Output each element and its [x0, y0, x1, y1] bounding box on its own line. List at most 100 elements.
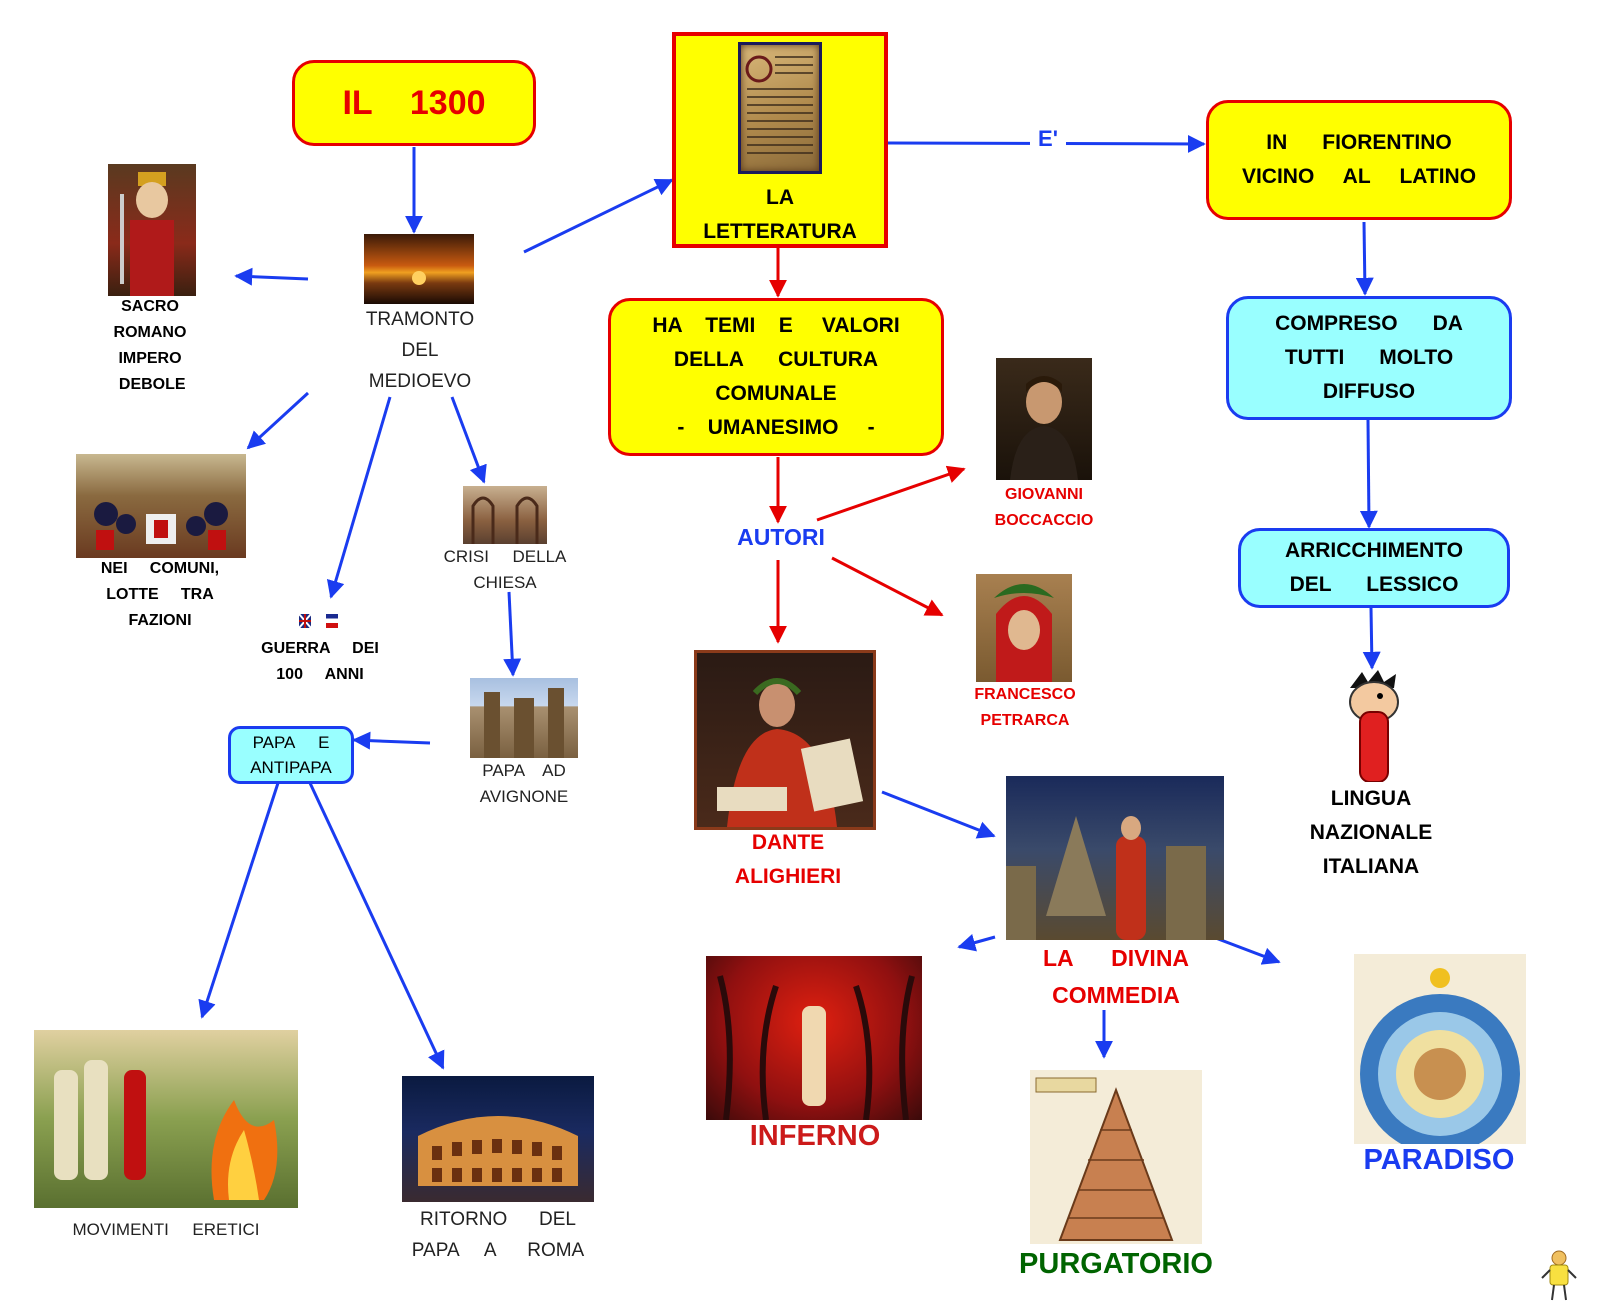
arricchimento-box[interactable]: ARRICCHIMENTO DEL LESSICO [1238, 528, 1510, 608]
battle-image [76, 454, 246, 558]
compreso-line-3: DIFFUSO [1322, 380, 1416, 403]
avignone-line-2: AVIGNONE [479, 787, 569, 806]
arrow-tramonto-letteratura [523, 178, 674, 254]
crisi-label: CRISI DELLA CHIESA [430, 544, 580, 596]
tongue-figure-image [1340, 668, 1410, 782]
comuni-line-1: NEI COMUNI, [100, 560, 220, 577]
roma-line-1: RITORNO DEL [420, 1209, 576, 1230]
mascot-icon [1540, 1248, 1578, 1302]
tramonto-line-3: MEDIOEVO [368, 371, 472, 392]
compreso-box[interactable]: COMPRESO DA TUTTI MOLTO DIFFUSO [1226, 296, 1512, 420]
papa-antipapa-box[interactable]: PAPA E ANTIPAPA [228, 726, 354, 784]
uk-flag-icon [299, 614, 311, 628]
paradiso-diagram-image [1354, 954, 1526, 1144]
dante-label: DANTE ALIGHIERI [704, 826, 872, 894]
letteratura-line-2: LETTERATURA [703, 220, 857, 243]
arrow-crisi-avignone [503, 591, 522, 677]
compreso-line-1: COMPRESO DA [1275, 312, 1463, 335]
sacro-line-4: DEBOLE [114, 376, 186, 393]
boccaccio-portrait [996, 358, 1092, 480]
arrow-arricchimento-lingua [1362, 607, 1381, 670]
sacro-line-3: IMPERO [118, 350, 182, 367]
temi-line-1: HA TEMI E VALORI [652, 314, 900, 337]
arrow-avignone-papa [352, 731, 431, 750]
comuni-line-2: LOTTE TRA [106, 586, 214, 603]
petrarca-label: FRANCESCO PETRARCA [962, 682, 1088, 734]
boccaccio-line-1: GIOVANNI [1005, 486, 1083, 503]
petrarca-line-2: PETRARCA [980, 712, 1070, 729]
colosseum-image [402, 1076, 594, 1202]
arrow-tramonto-comuni [246, 391, 310, 450]
sunset-image [364, 234, 474, 304]
inferno-image [706, 956, 922, 1120]
dante-line-1: DANTE [751, 831, 825, 854]
comuni-label: NEI COMUNI, LOTTE TRA FAZIONI [70, 556, 250, 634]
manuscript-image [738, 42, 822, 174]
arrow-tramonto-crisi [450, 396, 487, 484]
temi-line-4: - UMANESIMO - [677, 416, 875, 439]
roma-label: RITORNO DEL PAPA A ROMA [396, 1204, 600, 1266]
boccaccio-label: GIOVANNI BOCCACCIO [980, 482, 1108, 534]
divina-line-1: LA DIVINA [1042, 945, 1190, 971]
arrow-tramonto-sacro [234, 267, 309, 286]
lingua-label: LINGUA NAZIONALE ITALIANA [1296, 782, 1446, 884]
divina-commedia-painting [1006, 776, 1224, 940]
sacro-line-1: SACRO [121, 298, 179, 315]
title-text: IL 1300 [342, 83, 486, 122]
temi-box[interactable]: HA TEMI E VALORI DELLA CULTURA COMUNALE … [608, 298, 944, 456]
letteratura-line-1: LA [766, 186, 794, 209]
tramonto-line-1: TRAMONTO [365, 309, 475, 330]
paradiso-label: PARADISO [1363, 1144, 1515, 1176]
avignone-label: PAPA AD AVIGNONE [452, 758, 596, 810]
avignon-palace-image [470, 678, 578, 758]
divina-line-2: COMMEDIA [1052, 982, 1180, 1008]
crisi-line-2: CHIESA [473, 573, 537, 592]
church-ruins-image [463, 486, 547, 544]
papa-antipapa-line-1: PAPA E [252, 733, 330, 752]
fiorentino-line-2: VICINO AL LATINO [1241, 165, 1477, 188]
petrarca-line-1: FRANCESCO [974, 686, 1076, 703]
fiorentino-box[interactable]: IN FIORENTINO VICINO AL LATINO [1206, 100, 1512, 220]
guerra-line-2: 100 ANNI [276, 666, 364, 683]
letteratura-box[interactable]: LA LETTERATURA [672, 32, 888, 248]
purgatorio-mountain-image [1030, 1070, 1202, 1244]
arrow-papa-eretici [198, 782, 280, 1019]
arrow-tramonto-guerra [326, 396, 392, 599]
tramonto-line-2: DEL [401, 340, 439, 361]
heretics-burning-image [34, 1030, 298, 1208]
link-label-e: E' [1030, 126, 1066, 152]
arrow-autori-petrarca [831, 556, 944, 617]
crisi-line-1: CRISI DELLA [443, 547, 567, 566]
fiorentino-line-1: IN FIORENTINO [1266, 131, 1452, 154]
lingua-line-3: ITALIANA [1322, 855, 1420, 878]
boccaccio-line-2: BOCCACCIO [994, 512, 1094, 529]
purgatorio-label: PURGATORIO [1019, 1248, 1213, 1280]
autori-label: AUTORI [737, 524, 825, 550]
avignone-line-1: PAPA AD [482, 761, 566, 780]
manuscript-lines [745, 55, 813, 154]
lingua-line-1: LINGUA [1330, 787, 1412, 810]
divina-label: LA DIVINA COMMEDIA [1016, 940, 1216, 1014]
arrow-dante-divina [881, 790, 996, 839]
eretici-label: MOVIMENTI ERETICI [72, 1220, 260, 1239]
arrow-fiorentino-compreso [1355, 221, 1374, 296]
sacro-line-2: ROMANO [113, 324, 187, 341]
emperor-image [108, 164, 196, 296]
roma-line-2: PAPA A ROMA [411, 1240, 585, 1261]
sacro-label: SACRO ROMANO IMPERO DEBOLE [90, 294, 210, 398]
lingua-line-2: NAZIONALE [1309, 821, 1433, 844]
france-flag-icon [326, 614, 338, 628]
petrarca-portrait [976, 574, 1072, 682]
compreso-line-2: TUTTI MOLTO [1284, 346, 1454, 369]
guerra-label: GUERRA DEI 100 ANNI [250, 636, 390, 688]
arrow-compreso-arricchimento [1359, 419, 1378, 529]
guerra-line-1: GUERRA DEI [261, 640, 379, 657]
title-box[interactable]: IL 1300 [292, 60, 536, 146]
arricchimento-line-2: DEL LESSICO [1289, 573, 1459, 596]
temi-line-3: COMUNALE [715, 382, 837, 405]
papa-antipapa-line-2: ANTIPAPA [250, 758, 332, 777]
arricchimento-line-1: ARRICCHIMENTO [1284, 539, 1464, 562]
dante-portrait [694, 650, 876, 830]
tramonto-label: TRAMONTO DEL MEDIOEVO [340, 304, 500, 397]
